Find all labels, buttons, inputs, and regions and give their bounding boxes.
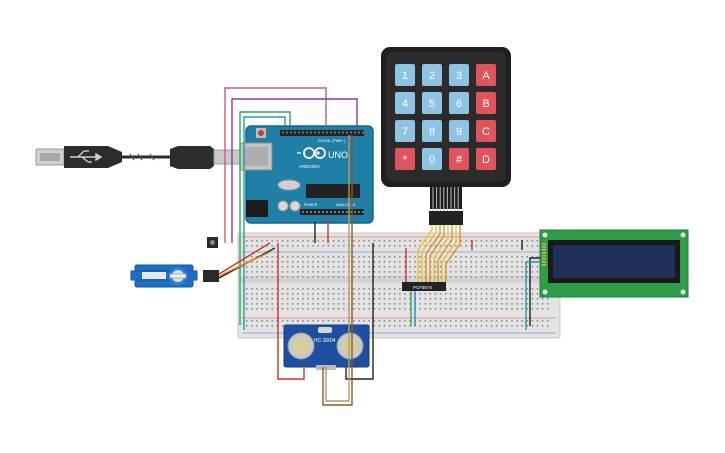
ultrasonic-sensor[interactable]: HC-SR04: [283, 324, 370, 370]
wires: [218, 87, 540, 406]
lcd-screen: [553, 245, 675, 278]
ic-label: PCF8574: [413, 285, 433, 290]
wire-green: [239, 111, 291, 325]
sensor-label: HC-SR04: [314, 338, 336, 344]
keypad-key-label: 5: [429, 98, 435, 110]
wire-pink: [224, 87, 327, 243]
arduino-logo: [297, 147, 326, 159]
keypad-key-label: 7: [402, 126, 408, 138]
wire-purple: [231, 98, 358, 243]
keypad-key-label: D: [482, 154, 490, 166]
keypad-key-10[interactable]: 9: [449, 120, 469, 142]
keypad-key-1[interactable]: 2: [422, 64, 442, 86]
reset-button[interactable]: [256, 128, 266, 138]
keypad-key-11[interactable]: C: [476, 120, 496, 142]
keypad-key-8[interactable]: 7: [395, 120, 415, 142]
keypad-key-15[interactable]: D: [476, 148, 496, 170]
keypad-key-label: 4: [402, 98, 408, 110]
keypad-ribbon-cable: [432, 187, 459, 211]
wire-teal-lcd: [525, 261, 540, 330]
analog-label: ANALOG IN: [336, 203, 356, 207]
digital-label: DIGITAL (PWM~): [318, 139, 345, 143]
lcd-16x2[interactable]: [539, 229, 689, 298]
keypad-key-label: 3: [456, 70, 462, 82]
keypad-key-5[interactable]: 5: [422, 92, 442, 114]
wire-red-servo: [218, 242, 271, 275]
wire-black-lcd: [529, 257, 540, 326]
keypad-key-4[interactable]: 4: [395, 92, 415, 114]
digital-header-pins: [282, 131, 364, 134]
keypad-key-12[interactable]: *: [395, 148, 415, 170]
lcd-pins: [542, 243, 546, 266]
wire-teal: [243, 116, 286, 330]
wire-brown: [322, 135, 353, 406]
power-label: POWER: [304, 203, 318, 207]
keypad-key-7[interactable]: B: [476, 92, 496, 114]
keypad-key-9[interactable]: 8: [422, 120, 442, 142]
keypad-key-label: A: [482, 70, 490, 82]
keypad-key-label: B: [482, 98, 489, 110]
keypad-key-label: 9: [456, 126, 462, 138]
arduino-board[interactable]: ARDUINO UNO DIGITAL (PWM~) POWER ANALOG …: [239, 125, 374, 224]
keypad-key-label: *: [403, 154, 408, 166]
keypad-key-label: 2: [429, 70, 435, 82]
wire-black-bb: [345, 243, 374, 380]
arduino-brand: ARDUINO: [299, 164, 320, 169]
keypad-key-label: #: [456, 154, 463, 166]
wire-orange-servo: [218, 251, 271, 277]
breadboard[interactable]: [237, 232, 561, 339]
pcf8574-ic[interactable]: PCF8574: [402, 282, 446, 291]
servo-motor[interactable]: [130, 264, 219, 288]
keypad-key-0[interactable]: 1: [395, 64, 415, 86]
keypad-key-14[interactable]: #: [449, 148, 469, 170]
usb-icon: [70, 150, 103, 163]
keypad-key-2[interactable]: 3: [449, 64, 469, 86]
keypad-key-label: C: [482, 126, 490, 138]
keypad-key-label: 1: [402, 70, 408, 82]
keypad-to-ic-wires: [417, 225, 461, 282]
keypad-key-3[interactable]: A: [476, 64, 496, 86]
usb-cable[interactable]: [35, 146, 249, 169]
wire-tan: [325, 135, 350, 402]
keypad-key-13[interactable]: 0: [422, 148, 442, 170]
wire-red-sensor: [277, 243, 305, 380]
keypad-key-label: 0: [429, 154, 435, 166]
keypad-key-6[interactable]: 6: [449, 92, 469, 114]
power-analog-header-pins: [302, 211, 364, 213]
arduino-model: UNO: [328, 150, 348, 160]
keypad-key-label: 6: [456, 98, 462, 110]
keypad-key-label: 8: [429, 126, 435, 138]
keypad-4x4[interactable]: 1 2 3 A 4 5 6 B 7 8 9 C * 0 # D: [381, 47, 511, 225]
